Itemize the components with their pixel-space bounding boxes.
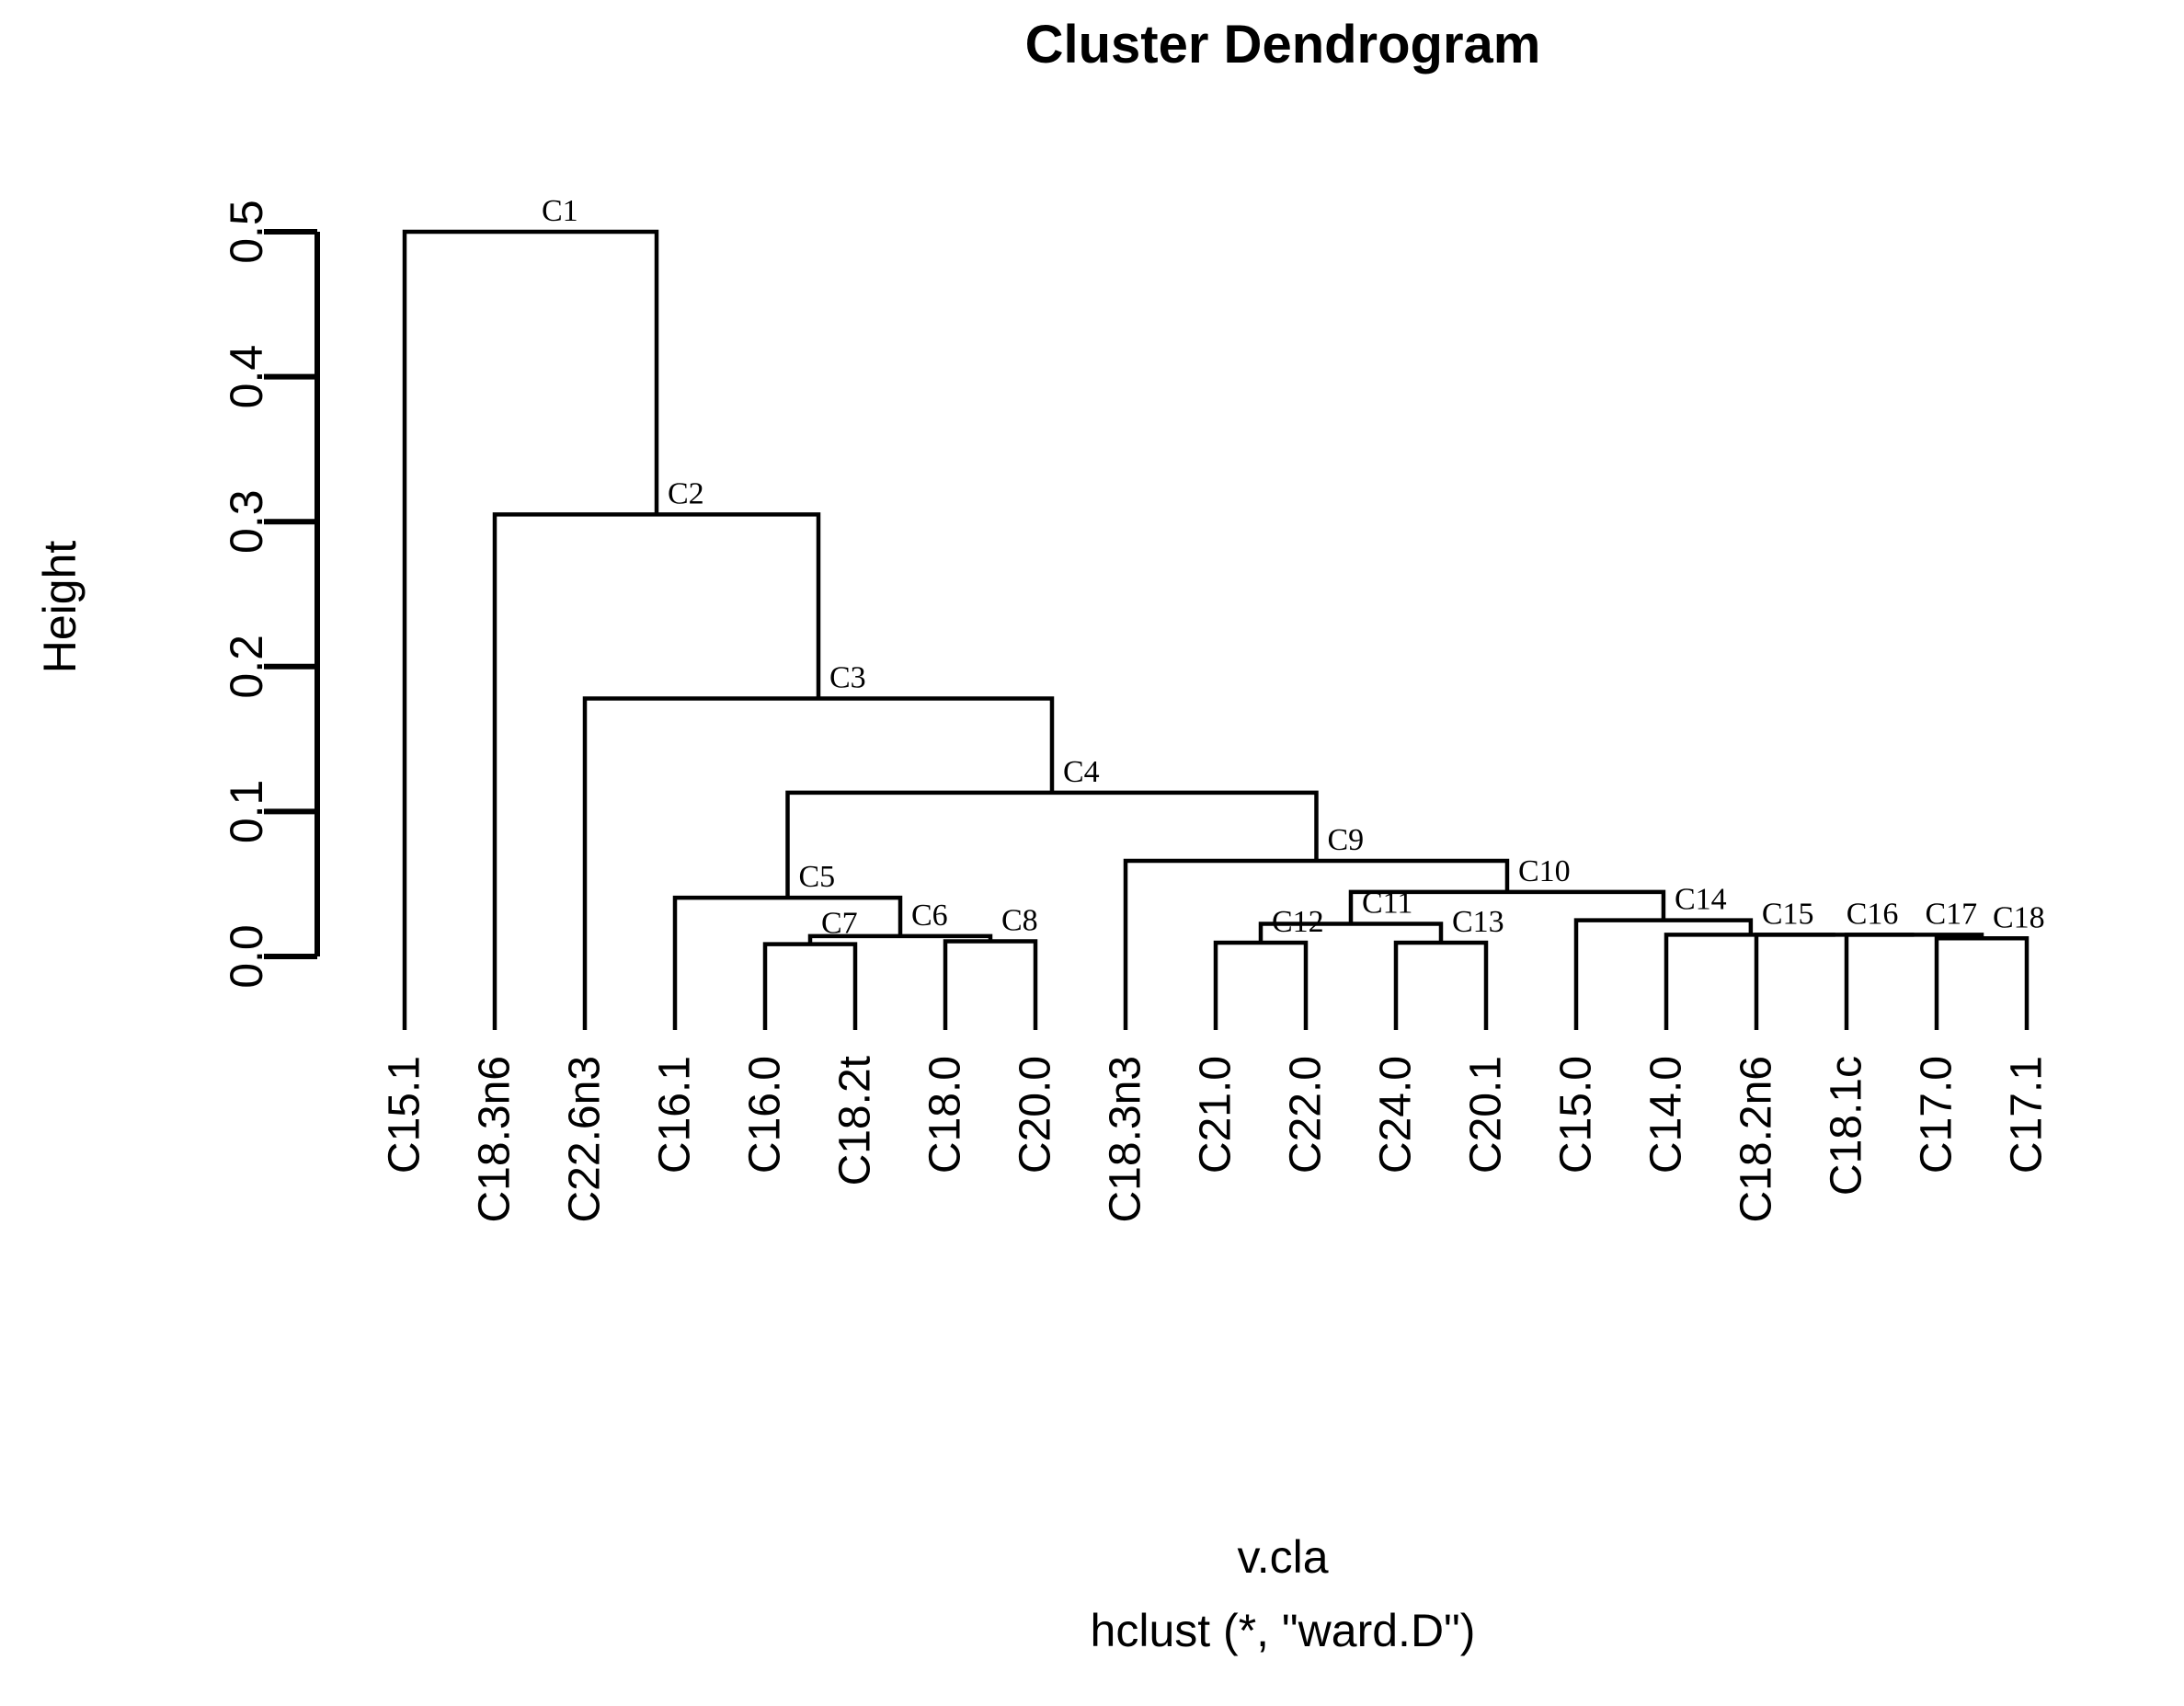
dendrogram-link <box>1573 918 1754 1030</box>
dendrogram-link <box>672 895 903 1030</box>
y-axis-tick-label: 0.3 <box>221 489 272 554</box>
dendrogram-links <box>402 229 2030 1030</box>
node-label-c17: C17 <box>1926 897 1978 931</box>
dendrogram-leaf-labels: C15.1 C18.3n6 C22.6n3 C16.1 C16.0 C18.2t C18.0… <box>381 1056 2052 1222</box>
dendrogram-link <box>1348 889 1666 924</box>
leaf-label: C14.0 <box>1642 1056 1691 1174</box>
node-label-c4: C4 <box>1063 755 1100 789</box>
node-label-c13: C13 <box>1452 905 1504 939</box>
y-axis-tick-label: 0.4 <box>221 345 272 409</box>
node-label-c2: C2 <box>668 476 704 510</box>
x-axis-caption: v.cla <box>1237 1531 1328 1583</box>
dendrogram-link <box>762 942 858 1030</box>
page-title: Cluster Dendrogram <box>1025 15 1541 74</box>
dendrogram-link <box>492 512 821 1030</box>
leaf-label: C18.3n3 <box>1102 1056 1150 1222</box>
node-label-c6: C6 <box>911 899 948 933</box>
leaf-label: C20.1 <box>1462 1056 1511 1174</box>
node-label-c8: C8 <box>1001 903 1038 937</box>
node-label-c11: C11 <box>1362 887 1412 921</box>
leaf-label: C16.0 <box>741 1056 790 1174</box>
node-label-c10: C10 <box>1518 854 1571 888</box>
dendrogram-link <box>1754 933 1915 1030</box>
node-label-c3: C3 <box>829 660 866 694</box>
node-label-c18: C18 <box>1993 900 2045 934</box>
leaf-label: C15.0 <box>1552 1056 1601 1174</box>
leaf-label: C16.1 <box>651 1056 700 1174</box>
node-label-c12: C12 <box>1272 905 1324 939</box>
dendrogram-link <box>1934 936 2030 1030</box>
leaf-label: C18.3n6 <box>471 1056 520 1222</box>
dendrogram-link <box>1258 922 1444 944</box>
leaf-label: C21.0 <box>1192 1056 1241 1174</box>
dendrogram-link <box>582 696 1055 1030</box>
leaf-label: C18.1c <box>1823 1056 1871 1196</box>
node-label-c1: C1 <box>542 194 578 228</box>
leaf-label: C17.1 <box>2003 1056 2052 1174</box>
y-axis-label: Height <box>34 541 86 674</box>
leaf-label: C22.6n3 <box>561 1056 610 1222</box>
leaf-label: C18.2n6 <box>1732 1056 1781 1222</box>
leaf-label: C20.0 <box>1012 1056 1060 1174</box>
leaf-label: C15.1 <box>381 1056 429 1174</box>
y-axis-tick-label: 0.0 <box>221 924 272 989</box>
node-label-c15: C15 <box>1762 897 1814 931</box>
dendrogram-link <box>1664 933 1835 1030</box>
node-label-c7: C7 <box>821 907 858 941</box>
y-axis-tick-label: 0.2 <box>221 635 272 699</box>
dendrogram-link <box>1213 940 1309 1030</box>
dendrogram-link <box>402 229 659 1030</box>
method-caption: hclust (*, "ward.D") <box>1091 1605 1476 1656</box>
node-label-c5: C5 <box>799 860 836 894</box>
leaf-label: C22.0 <box>1282 1056 1331 1174</box>
node-label-c16: C16 <box>1847 897 1899 931</box>
node-label-c14: C14 <box>1675 883 1727 917</box>
leaf-label: C24.0 <box>1372 1056 1421 1174</box>
leaf-label: C17.0 <box>1913 1056 1961 1174</box>
node-label-c9: C9 <box>1327 823 1364 857</box>
dendrogram-link <box>1393 940 1489 1030</box>
dendrogram-link <box>807 933 993 945</box>
leaf-label: C18.2t <box>831 1056 880 1185</box>
leaf-label: C18.0 <box>921 1056 970 1174</box>
dendrogram-link <box>1123 858 1510 1030</box>
y-axis-tick-label: 0.1 <box>221 780 272 844</box>
y-axis-tick-label: 0.5 <box>221 200 272 264</box>
dendrogram-link <box>785 790 1319 899</box>
dendrogram-link <box>1844 933 1984 1030</box>
dendrogram-link <box>943 939 1038 1030</box>
y-axis: 0.0 0.1 0.2 0.3 0.4 0.5 <box>221 200 320 989</box>
